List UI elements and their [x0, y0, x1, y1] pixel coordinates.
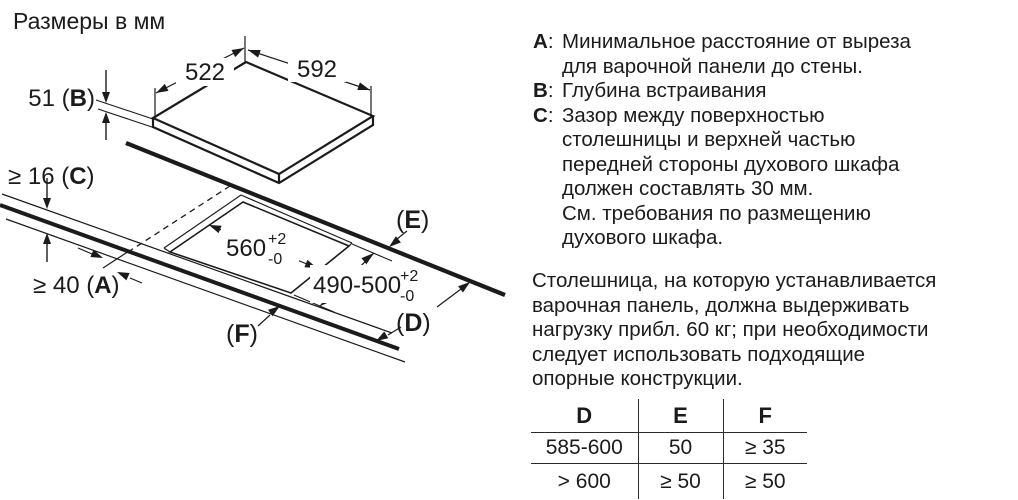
note-line: следует использовать подходящие: [532, 342, 866, 366]
table-cell: 50: [637, 432, 723, 464]
definition-b-line: Глубина встраивания: [562, 79, 767, 102]
cooktop-panel-rim: [151, 116, 375, 185]
note-line: опорные конструкции.: [532, 367, 743, 390]
label-f: (F): [226, 306, 280, 348]
def-dimension-table: D E F 585-600 50 ≥ 35 > 600 ≥ 50 ≥ 50: [531, 399, 807, 499]
dimension-490-500: 490-500 +2 -0: [293, 243, 424, 313]
definition-a-line: Минимальное расстояние от выреза: [562, 30, 911, 53]
dim-16c-text: ≥ 16 (C): [8, 163, 95, 190]
table-row: 585-600 50 ≥ 35: [531, 432, 807, 464]
table-cell: ≥ 50: [722, 463, 807, 499]
dimension-592: 592: [247, 49, 372, 117]
dimension-522: 522: [154, 36, 246, 119]
definition-c-line: столешницы и верхней частью: [562, 128, 856, 151]
definition-c-line: Зазор между поверхностью: [562, 103, 825, 127]
definitions-list: А: Минимальное расстояние от выреза для …: [533, 30, 1015, 251]
definition-c-letter: С:: [533, 103, 554, 127]
cooktop-panel: [150, 60, 376, 185]
label-d: (D): [376, 282, 470, 341]
dim-522-text: 522: [185, 59, 225, 86]
worktop-cutout: [163, 194, 353, 294]
dimension-16-c: ≥ 16 (C): [8, 163, 95, 262]
page-title: Размеры в мм: [13, 8, 165, 34]
dim-490-500-tol-plus: +2: [400, 268, 418, 285]
countertop-back-edge: [125, 141, 506, 297]
table-cell: 585-600: [531, 432, 638, 464]
cutout-projection-dashed-line: [127, 185, 231, 253]
table-cell: ≥ 50: [637, 463, 723, 499]
table-header-e: E: [637, 399, 723, 433]
label-f-text: (F): [226, 320, 258, 348]
dim-51b-text: 51 (B): [28, 85, 95, 112]
dim-40a-text: ≥ 40 (A): [33, 272, 120, 299]
dimension-560: 560 +2 -0: [208, 224, 318, 269]
dim-560-tol-minus: -0: [268, 251, 282, 268]
dimension-40-a: ≥ 40 (A): [33, 247, 143, 299]
definition-c-line: передней стороны духового шкафа: [562, 152, 900, 176]
definition-c-line: духового шкафа.: [562, 226, 724, 249]
installation-diagram: Размеры в мм 522: [0, 8, 506, 363]
label-e-text: (E): [396, 206, 429, 234]
definition-c-line: должен составлять 30 мм.: [562, 177, 814, 200]
worktop-load-note: Столешница, на которую устанавливается в…: [532, 269, 1018, 392]
note-line: Столешница, на которую устанавливается: [532, 269, 937, 292]
table-header-d: D: [531, 399, 638, 433]
dim-490-500-text: 490-500: [313, 272, 401, 299]
dim-560-text: 560: [226, 235, 266, 262]
countertop-front-bottom-edge: [5, 218, 406, 363]
countertop-lines: [0, 141, 506, 363]
dim-560-tol-plus: +2: [268, 231, 286, 248]
wall-projection-line: [102, 250, 130, 269]
dimension-51-b: 51 (B): [28, 70, 156, 140]
countertop-front-edge: [0, 203, 400, 351]
table-cell: > 600: [557, 469, 611, 493]
table-header-f: F: [722, 399, 807, 433]
cutout-outline: [168, 201, 351, 294]
note-line: варочная панель, должна выдерживать: [532, 293, 910, 317]
definition-b: В: Глубина встраивания: [533, 79, 1015, 104]
dim-592-text: 592: [297, 56, 337, 83]
countertop-front-top-edge: [1, 193, 393, 334]
cutout-rim: [163, 194, 353, 253]
definition-a-letter: А:: [533, 30, 554, 53]
definition-b-letter: В:: [533, 79, 554, 102]
table-row: > 600 ≥ 50 ≥ 50: [531, 463, 807, 499]
note-line: нагрузку прибл. 60 кг; при необходимости: [532, 318, 929, 341]
table-header-row: D E F: [531, 399, 807, 433]
label-d-text: (D): [396, 309, 431, 337]
definition-a-line: для варочной панели до стены.: [562, 54, 863, 78]
definition-c: С: Зазор между поверхностью столешницы и…: [533, 104, 1015, 251]
definition-a: А: Минимальное расстояние от выреза для …: [533, 30, 1015, 79]
definition-c-line: См. требования по размещению: [562, 201, 871, 225]
label-e: (E): [389, 206, 429, 247]
dim-490-500-tol-minus: -0: [400, 288, 414, 305]
table-cell: ≥ 35: [722, 432, 807, 464]
